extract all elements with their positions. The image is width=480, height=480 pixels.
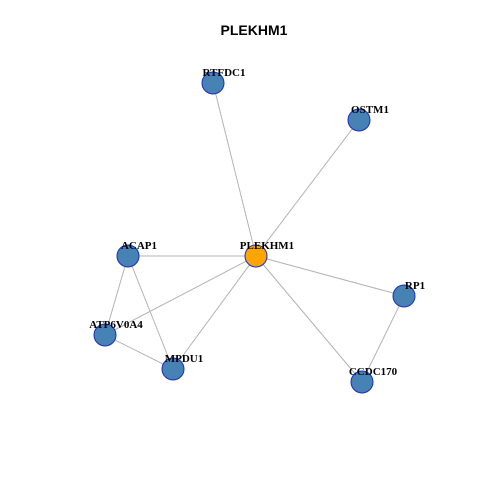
node-label-rtfdc1: RTFDC1 (202, 67, 245, 79)
node-acap1[interactable] (116, 244, 140, 268)
node-label-acap1: ACAP1 (121, 240, 157, 252)
node-label-rp1: RP1 (405, 280, 425, 292)
node-ccdc170[interactable] (350, 370, 374, 394)
node-mpdu1[interactable] (161, 357, 185, 381)
edge-atp6v0a4-mpdu1 (104, 334, 174, 370)
edge-acap1-atp6v0a4 (104, 255, 129, 336)
node-label-plekhm1: PLEKHM1 (240, 240, 294, 252)
node-label-ccdc170: CCDC170 (349, 366, 398, 378)
edge-rp1-ccdc170 (361, 295, 405, 383)
edge-plekhm1-rp1 (255, 255, 405, 297)
edges-group (104, 82, 405, 383)
edge-plekhm1-ccdc170 (255, 255, 363, 383)
edge-plekhm1-mpdu1 (172, 255, 257, 370)
node-label-ostm1: OSTM1 (351, 104, 389, 116)
edge-plekhm1-atp6v0a4 (104, 255, 257, 336)
node-rtfdc1[interactable] (201, 71, 225, 95)
edge-plekhm1-rtfdc1 (212, 82, 257, 257)
node-label-atp6v0a4: ATP6V0A4 (89, 319, 143, 331)
node-label-mpdu1: MPDU1 (165, 353, 204, 365)
node-ostm1[interactable] (347, 108, 371, 132)
edge-acap1-mpdu1 (127, 255, 174, 370)
node-rp1[interactable] (392, 284, 416, 308)
node-plekhm1[interactable] (244, 244, 268, 268)
edge-plekhm1-ostm1 (255, 119, 360, 257)
diagram-title: PLEKHM1 (221, 22, 288, 38)
node-atp6v0a4[interactable] (93, 323, 117, 347)
